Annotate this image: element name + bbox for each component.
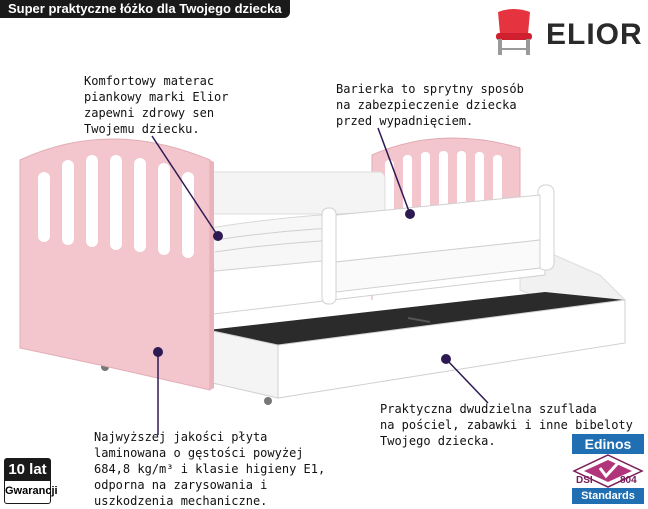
mattress-pointer-line [151, 135, 219, 237]
barrier-marker [405, 209, 415, 219]
certificate-badge: Edinos DSI 804 Standards [572, 434, 644, 506]
board-marker [153, 347, 163, 357]
page-title: Super praktyczne łóżko dla Twojego dziec… [0, 0, 290, 18]
barrier-callout: Barierka to sprytny sposób na zabezpiecz… [336, 82, 524, 128]
brand-name: ELIOR [546, 18, 643, 51]
certificate-right: 804 [620, 475, 637, 486]
seal-icon [572, 454, 644, 488]
drawer-pointer-line [445, 358, 489, 404]
brand-logo: ELIOR [488, 8, 643, 58]
barrier-pointer-line [377, 127, 411, 215]
warranty-years: 10 lat [4, 458, 51, 481]
drawer-marker [441, 354, 451, 364]
certificate-left: DSI [576, 475, 593, 486]
certificate-standard: Standards [572, 488, 644, 504]
drawer-callout: Praktyczna dwudzielna szuflada na poście… [380, 402, 633, 448]
mattress-callout: Komfortowy materac piankowy marki Elior … [84, 74, 229, 136]
board-callout: Najwyższej jakości płyta laminowana o gę… [94, 430, 326, 508]
warranty-badge: 10 lat Gwarancji [4, 458, 58, 504]
chair-icon [496, 9, 532, 55]
certificate-brand: Edinos [572, 434, 644, 454]
warranty-label: Gwarancji [4, 481, 58, 504]
mattress-marker [213, 231, 223, 241]
